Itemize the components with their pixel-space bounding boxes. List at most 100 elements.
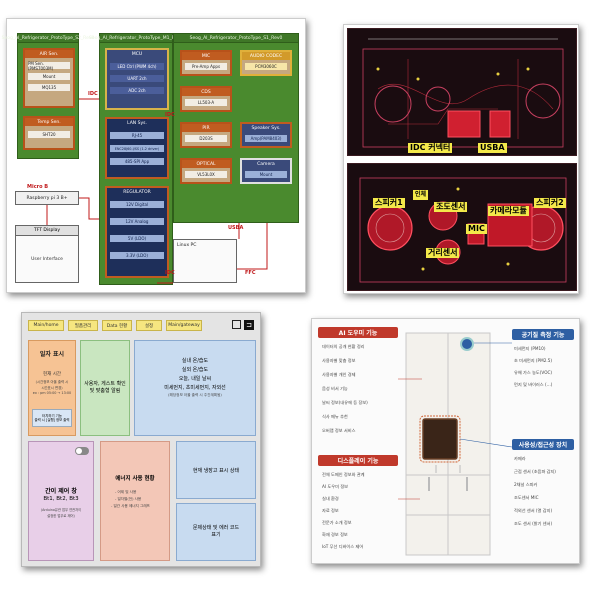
sensor-item-1: 카메라 <box>514 456 526 461</box>
ai-item-1: 데이터의 공개 현황 정리 <box>322 344 365 349</box>
speaker-block: Speaker Sys. Amp(PAM8403) <box>240 122 292 148</box>
energy-line-1: - 어제 및 사용 <box>115 490 137 494</box>
energy-line-3: - 일간 사용 에너지 그래프 <box>111 504 150 508</box>
ai-item-2: 사용자별 맞춤 정보 <box>322 358 356 363</box>
sensor-item-2: 근접 센서 (초음파 감지) <box>514 469 556 474</box>
pcb-label-pir: 인체 <box>413 190 429 200</box>
display-list: 전체 도메인 정보와 관계 AI 도우미 정보 실내 환경 자료 정보 전문가 … <box>318 469 398 563</box>
callout-lines <box>398 342 513 500</box>
ai-item-7: 오버랩 정보 서비스 <box>322 428 356 433</box>
ai-item-5: 날씨 정보(내유에 등 장보) <box>322 400 368 405</box>
module-m1-title: Seog_AI_Refrigerator_ProtoType_M1_Rev0 <box>89 34 183 43</box>
enc-cell: ENC28J60-I/SS (1.2 driver) <box>110 145 164 152</box>
pcb-top: IDC 커넥터 USBA <box>347 28 577 156</box>
camera-mount: Mount <box>245 171 287 178</box>
temp-sensor-title: Temp Sen. <box>25 118 73 126</box>
ai-item-6: 식사 메뉴 추천 <box>322 414 348 419</box>
mq135-cell: MQ135 <box>28 84 70 91</box>
tab-main-home[interactable]: Main/home <box>28 320 64 331</box>
pir-block: PIR D203S <box>180 122 232 148</box>
lan-block: LAN Sys. RJ-45 ENC28J60-I/SS (1.2 driver… <box>105 117 169 179</box>
date-title: 일자 표시 <box>39 351 65 358</box>
preamp-cell: Pre-Amp Apps <box>185 63 227 70</box>
pcb-panel: IDC 커넥터 USBA 스피커1 인체 조도센서 카메라모듈 MIC 거리센서… <box>343 24 579 294</box>
date-line-2: (시간정보 아울 출력 시 <box>35 380 69 384</box>
air-quality-list: 미세먼지 (PM10) 초 미세먼지 (PM2.5) 유해 가스 농도(VOC)… <box>512 343 574 403</box>
env-line-4: 미세먼지, 초미세먼지, 자외선 <box>164 385 226 391</box>
air-sensor-block: AIR Sen. PM Sen. (PMS7003M) Mount MQ135 <box>23 48 75 108</box>
edge-label-idc-c: IDC <box>165 270 175 276</box>
env-line-5: (해당정보 아울 출력 시 주간계획됨) <box>168 393 222 397</box>
raspberry-pi-box: Raspberry pi 3 B+ <box>15 191 79 205</box>
mount-cell: Mount <box>28 73 70 80</box>
pcb-label-speaker1: 스피커1 <box>373 198 405 208</box>
ll503-cell: LL503-A <box>185 99 227 106</box>
pcm-cell: PCM3060C <box>245 63 287 70</box>
camera-block: Camera Mount <box>240 158 292 184</box>
ai-helper-list: 데이터의 공개 현황 정리 사용자별 맞춤 정보 사용자별 개인 경제 음성 비… <box>318 341 398 445</box>
sensor-item-5: 적외선 센서 (열 감지) <box>514 508 553 513</box>
reg-12v-analog: 12V Analog <box>110 218 164 225</box>
regulator-block: REGULATOR 12V Digital 12V Analog 5V (LDO… <box>105 186 169 278</box>
mcu-title: MCU <box>107 50 167 58</box>
error-box: 문제상태 및 에러 코드 표기 <box>176 503 256 561</box>
pcb-label-distance: 거리센서 <box>426 248 460 258</box>
air-item-1: 미세먼지 (PM10) <box>514 346 546 351</box>
regulator-title: REGULATOR <box>107 188 167 196</box>
env-line-2: 실외 온/습도 <box>181 367 209 373</box>
sensor-header: 사용성/접근성 장치 <box>512 439 574 450</box>
tab-gateway[interactable]: Main/gateway <box>166 320 202 331</box>
temp-sensor-block: Temp Sen. SHT20 <box>23 116 75 150</box>
tab-settings[interactable]: 설정 <box>136 320 162 331</box>
linux-pc-label: Linux PC <box>177 243 197 248</box>
wireframe-panel: Main/home 필품관리 Data 현황 설정 Main/gateway ⊐… <box>21 312 261 567</box>
lan-title: LAN Sys. <box>107 119 167 127</box>
date-line-1: 현재 시간 <box>43 372 61 377</box>
optical-title: OPTICAL <box>182 160 230 168</box>
audio-codec-block: AUDIO CODEC PCM3060C <box>240 50 292 76</box>
air-item-2: 초 미세먼지 (PM2.5) <box>514 358 552 363</box>
tft-display-box: TFT Display User Interface <box>15 225 79 283</box>
env-line-3: 오늘, 내일 날씨 <box>178 376 212 382</box>
display-item-3: 실내 환경 <box>322 496 339 501</box>
vl53-cell: VL53L0X <box>185 171 227 178</box>
pcb-label-camera: 카메라모듈 <box>488 206 529 216</box>
control-line-2: (Arduino유관 업무 연관자이 <box>40 508 82 512</box>
module-s1-title: Seog_AI_Refrigerator_ProtoType_S1_Rev0 <box>174 34 298 43</box>
toggle-switch[interactable] <box>75 447 89 455</box>
uart-cell: UART 2ch <box>110 75 164 82</box>
sensor-item-6: 조도 센서 (밝기 센서) <box>514 521 553 526</box>
edge-label-ffc: FFC <box>245 270 256 276</box>
corner-square-icon <box>232 320 241 329</box>
environment-box: 실내 온/습도 실외 온/습도 오늘, 내일 날씨 미세먼지, 초미세먼지, 자… <box>134 340 256 436</box>
d203s-cell: D203S <box>185 135 227 142</box>
exit-icon[interactable]: ⊐ <box>244 320 254 330</box>
optical-block: OPTICAL VL53L0X <box>180 158 232 184</box>
pir-title: PIR <box>182 124 230 132</box>
pcb-label-idc: IDC 커넥터 <box>408 143 453 153</box>
tft-body: User Interface <box>31 256 63 262</box>
pcb-top-traces <box>362 38 564 148</box>
module-s2: Seog_AI_Refrigerator_ProtoType_S2_Rev0 A… <box>2 33 94 159</box>
user-box: 사용자, 게스트 확인 및 맞춤형 알림 <box>80 340 130 436</box>
sht20-cell: SHT20 <box>28 131 70 138</box>
cds-block: CDS LL503-A <box>180 86 232 112</box>
pcb-bottom-traces <box>359 177 567 283</box>
cds-title: CDS <box>182 88 230 96</box>
ai-helper-header: AI 도우미 기능 <box>318 327 398 338</box>
rj45-cell: RJ-45 <box>110 132 164 139</box>
display-item-6: 화재 경보 정보 <box>322 532 348 537</box>
control-title: 간이 제어 창 <box>45 488 77 495</box>
tab-data[interactable]: Data 현황 <box>102 320 132 331</box>
mcu-block: MCU LED Ctrl (PWM 4ch) UART 2ch ADC 2ch <box>105 48 169 110</box>
fridge-illustration <box>405 332 491 556</box>
reg-12v-digital: 12V Digital <box>110 201 164 208</box>
date-line-4: ex : pm 05:00 → 13:00 <box>32 391 72 395</box>
energy-title: 에너지 사용 현황 <box>115 476 155 482</box>
energy-box: 에너지 사용 현황 - 어제 및 사용 - 일자별(전) 사용 - 일간 사용 … <box>100 441 170 561</box>
pcb-bottom: 스피커1 인체 조도센서 카메라모듈 MIC 거리센서 스피커2 <box>347 163 577 291</box>
tab-items[interactable]: 필품관리 <box>68 320 98 331</box>
module-s1: Seog_AI_Refrigerator_ProtoType_S1_Rev0 M… <box>173 33 299 223</box>
control-line-3: 설정한 업무로 제어) <box>47 514 75 518</box>
speaker-title: Speaker Sys. <box>242 124 290 132</box>
